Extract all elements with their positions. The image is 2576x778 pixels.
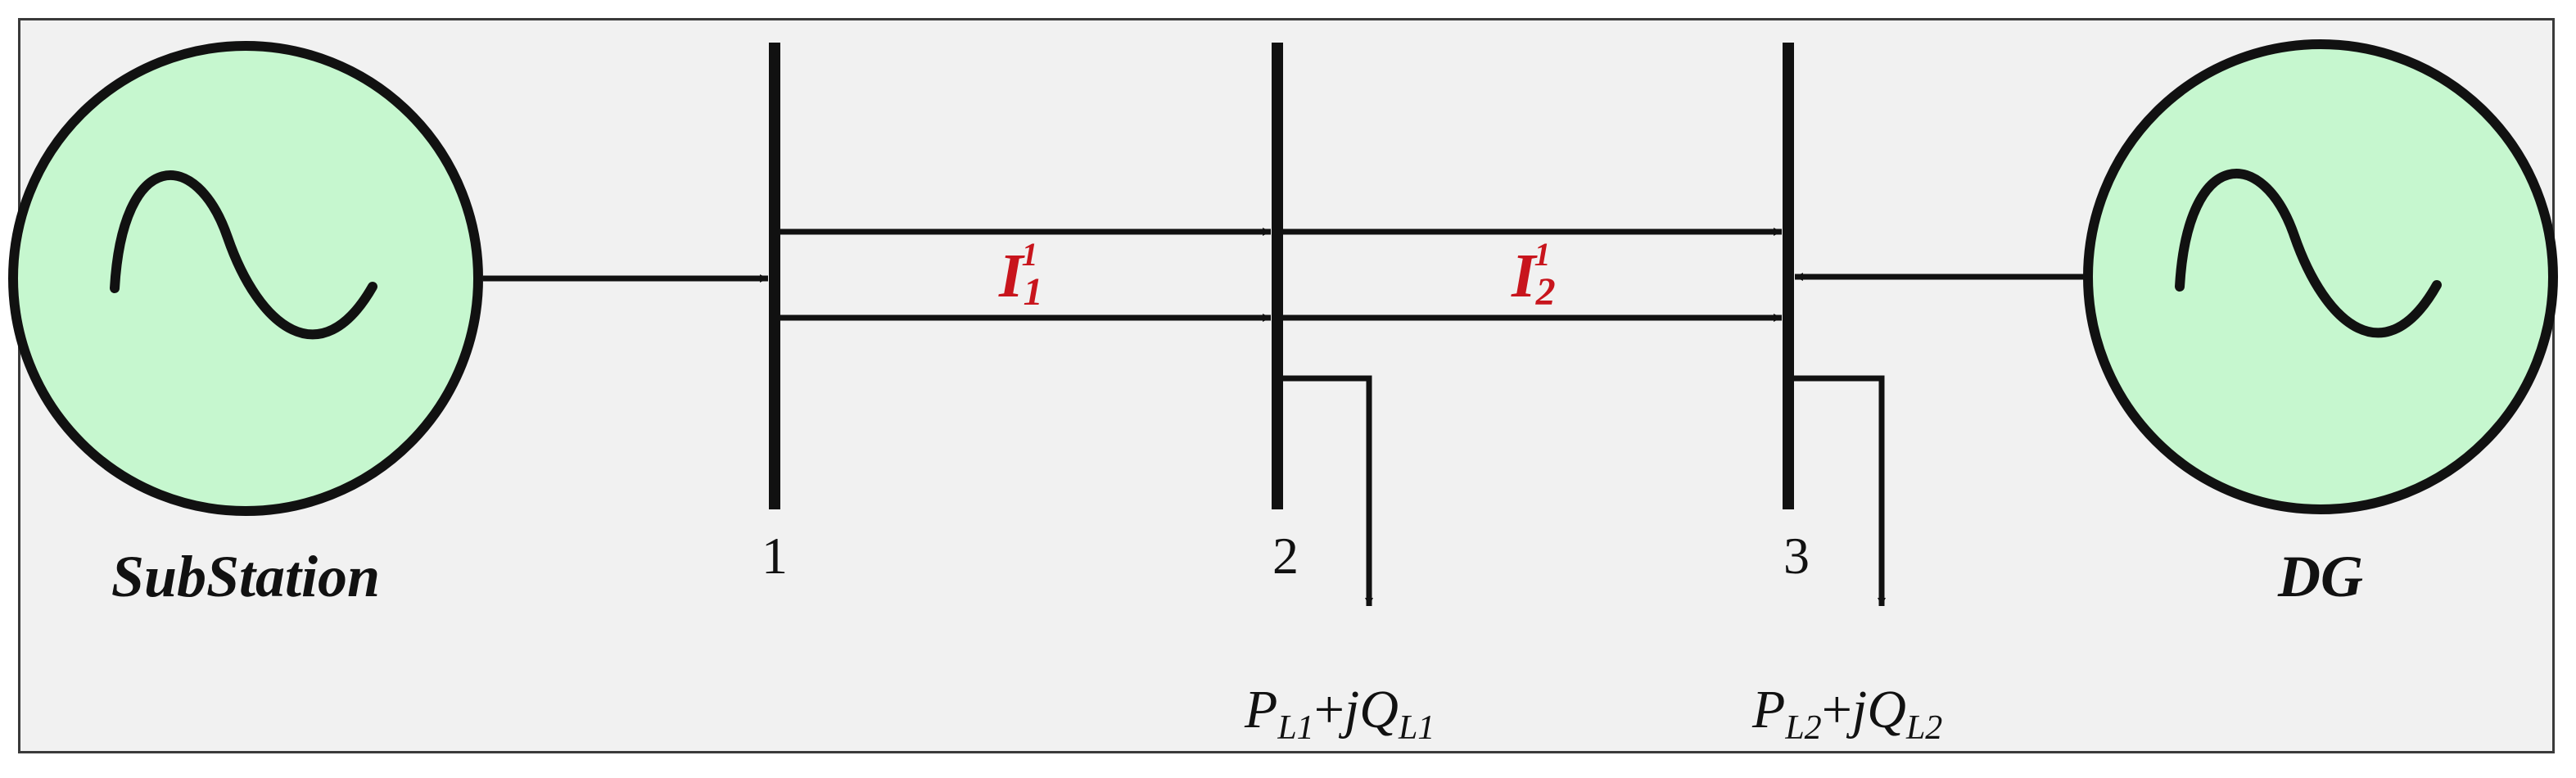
substation-label: SubStation	[111, 544, 380, 609]
load-1-label: PL1+jQL1	[1244, 680, 1435, 747]
load-2-label: PL2+jQL2	[1751, 680, 1942, 747]
load-1-arrow	[1283, 375, 1373, 606]
bus-3-label: 3	[1783, 527, 1810, 585]
dg-source	[2083, 39, 2558, 514]
ac-sine-icon	[110, 170, 377, 340]
dg-circle	[2083, 39, 2558, 514]
ac-sine-icon	[2175, 168, 2442, 338]
load-2-arrow	[1794, 375, 1886, 606]
dg-label: DG	[2277, 544, 2363, 609]
bus-2-label: 2	[1272, 527, 1299, 585]
bus-1-label: 1	[762, 527, 788, 585]
substation-source	[8, 41, 483, 516]
